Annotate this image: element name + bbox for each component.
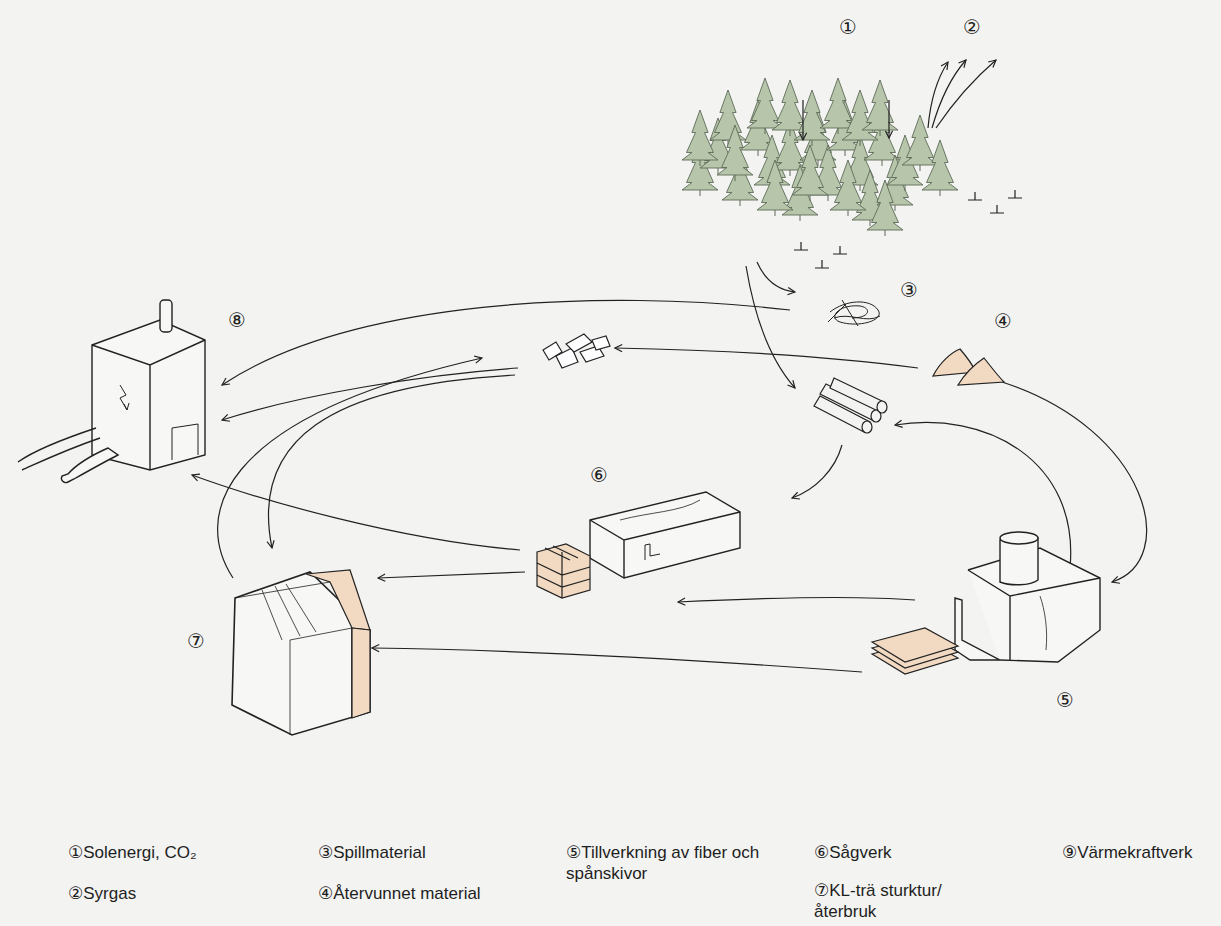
legend-item: ①Solenergi, CO₂ bbox=[68, 842, 197, 863]
tree-trunk bbox=[828, 195, 829, 201]
tree bbox=[830, 160, 866, 210]
tree-trunk bbox=[848, 210, 849, 216]
fiber-board-factory bbox=[955, 532, 1100, 662]
tree bbox=[902, 115, 938, 165]
board-stack bbox=[872, 628, 958, 674]
power-plant bbox=[18, 300, 205, 483]
tree-trunk bbox=[882, 160, 883, 166]
callout-number: ⑦ bbox=[185, 630, 207, 652]
tree-trunk bbox=[812, 140, 813, 146]
tree-trunk bbox=[735, 175, 736, 181]
tree-trunk bbox=[860, 140, 861, 146]
tree bbox=[710, 90, 746, 140]
tree-trunk bbox=[718, 168, 719, 174]
tree-trunk bbox=[920, 165, 921, 171]
recycled-piles bbox=[933, 349, 1004, 385]
tree-trunk bbox=[838, 128, 839, 134]
flow-arrows bbox=[192, 60, 1147, 672]
logs bbox=[814, 378, 887, 433]
tree-trunk bbox=[790, 130, 791, 136]
callout-number: ⑥ bbox=[588, 464, 610, 486]
tree-trunk bbox=[700, 160, 701, 166]
callout-number: ① bbox=[837, 16, 859, 38]
tree-trunk bbox=[800, 215, 801, 221]
tree bbox=[717, 125, 753, 175]
tree bbox=[682, 110, 718, 160]
tree-trunk bbox=[870, 220, 871, 226]
tree-trunk bbox=[810, 195, 811, 201]
tree bbox=[867, 180, 903, 230]
tree-trunk bbox=[740, 200, 741, 206]
tree-trunk bbox=[758, 150, 759, 156]
waste-material bbox=[828, 300, 880, 326]
tree bbox=[820, 78, 856, 128]
tree-trunk bbox=[905, 185, 906, 191]
legend-item: ③Spillmaterial bbox=[318, 842, 426, 863]
legend-item: ⑥Sågverk bbox=[814, 842, 892, 863]
tree-trunk bbox=[940, 190, 941, 196]
tree-trunk bbox=[775, 210, 776, 216]
tree-trunk bbox=[885, 230, 886, 236]
legend-item: ⑨Värmekraftverk bbox=[1062, 842, 1193, 863]
ground-marks bbox=[794, 190, 1022, 268]
tree bbox=[794, 90, 830, 140]
callout-number: ⑧ bbox=[226, 309, 248, 331]
tree-trunk bbox=[860, 185, 861, 191]
tree-trunk bbox=[700, 190, 701, 196]
legend-item: ②Syrgas bbox=[68, 883, 136, 904]
callout-number: ④ bbox=[992, 310, 1014, 332]
callout-number: ③ bbox=[898, 279, 920, 301]
tree-trunk bbox=[790, 170, 791, 176]
tree bbox=[922, 140, 958, 190]
tree bbox=[862, 80, 898, 130]
callout-number: ⑤ bbox=[1054, 689, 1076, 711]
wood-chips bbox=[543, 334, 610, 368]
legend-item: ⑦KL-trä sturktur/ återbruk bbox=[814, 880, 1004, 922]
forest bbox=[682, 78, 958, 236]
tree-trunk bbox=[765, 128, 766, 134]
tree bbox=[757, 160, 793, 210]
legend-item: ④Återvunnet material bbox=[318, 883, 481, 904]
tree-trunk bbox=[895, 205, 896, 211]
tree-trunk bbox=[845, 150, 846, 156]
tree bbox=[792, 145, 828, 195]
callout-number: ② bbox=[961, 16, 983, 38]
tree-trunk bbox=[880, 130, 881, 136]
clt-house bbox=[232, 570, 370, 735]
sawmill bbox=[590, 492, 740, 578]
lumber-stack bbox=[537, 544, 590, 598]
legend-item: ⑤Tillverkning av fiber och spånskivor bbox=[566, 842, 781, 884]
